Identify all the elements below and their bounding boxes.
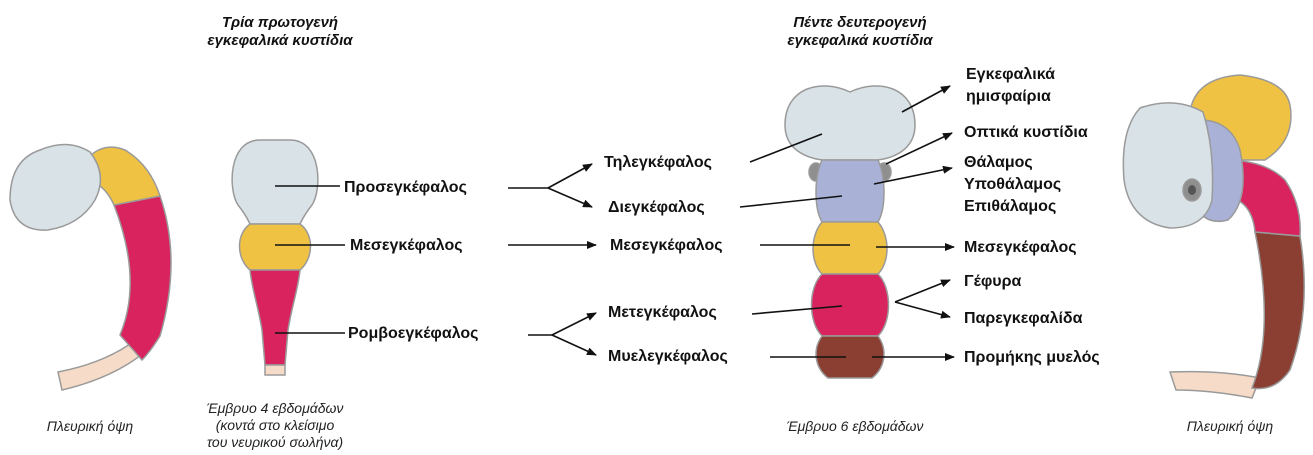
label-midbrain: Μεσεγκέφαλος xyxy=(964,238,1077,257)
caption-embryo-4-weeks: Έμβρυο 4 εβδομάδων (κοντά στο κλείσιμο τ… xyxy=(165,400,385,451)
primary-header-line-1: Τρία πρωτογενή xyxy=(170,14,390,32)
secondary-vesicles-header: Πέντε δευτερογενή εγκεφαλικά κυστίδια xyxy=(745,14,975,50)
arrow-to-hemispheres xyxy=(902,86,950,112)
caption-embryo-6-weeks: Έμβρυο 6 εβδομάδων xyxy=(755,418,955,435)
caption-right-side-view: Πλευρική όψη xyxy=(1160,418,1300,435)
forebrain-left xyxy=(10,144,100,230)
embryo-4-weeks-tube xyxy=(232,140,318,375)
secondary-header-line-2: εγκεφαλικά κυστίδια xyxy=(745,32,975,50)
label-optic-vesicles: Οπτικά κυστίδια xyxy=(964,123,1088,142)
optic-vesicle-lateral-inner xyxy=(1188,185,1196,195)
metencephalon-vesicle xyxy=(812,274,889,336)
epithalamus-label: Επιθάλαμος xyxy=(964,196,1061,218)
lateral-view-4-weeks xyxy=(10,144,171,390)
hemispheres-line-2: ημισφαίρια xyxy=(966,86,1055,108)
label-mesencephalon-primary: Μεσεγκέφαλος xyxy=(350,236,463,255)
secondary-header-line-1: Πέντε δευτερογενή xyxy=(745,14,975,32)
diencephalon-vesicle xyxy=(816,160,884,222)
embryo-4-line-3: του νευρικού σωλήνα) xyxy=(165,434,385,451)
caption-left-side-view: Πλευρική όψη xyxy=(20,418,160,435)
embryo-6-weeks-tube xyxy=(785,86,915,378)
arrow-to-cerebellum xyxy=(895,302,950,317)
primary-vesicles-header: Τρία πρωτογενή εγκεφαλικά κυστίδια xyxy=(170,14,390,50)
arrow-to-metencephalon xyxy=(552,313,596,335)
label-prosencephalon: Προσεγκέφαλος xyxy=(344,178,467,197)
rhombencephalon-vesicle xyxy=(250,270,300,365)
hypothalamus-label: Υποθάλαμος xyxy=(964,174,1061,196)
spinal-cord-right xyxy=(1170,372,1260,398)
embryo-4-line-1: Έμβρυο 4 εβδομάδων xyxy=(165,400,385,417)
arrow-to-telencephalon xyxy=(548,164,592,188)
lateral-view-6-weeks xyxy=(1123,75,1304,398)
embryo-4-line-2: (κοντά στο κλείσιμο xyxy=(165,417,385,434)
label-diencephalon: Διεγκέφαλος xyxy=(608,198,705,217)
thalamus-label: Θάλαμος xyxy=(964,152,1061,174)
label-medulla: Προμήκης μυελός xyxy=(964,348,1100,367)
telencephalon-right xyxy=(1123,103,1212,228)
arrow-to-diencephalon xyxy=(548,188,592,207)
label-rhombencephalon: Ρομβοεγκέφαλος xyxy=(348,324,478,343)
label-metencephalon: Μετεγκέφαλος xyxy=(608,303,717,322)
mesencephalon-vesicle xyxy=(240,224,311,270)
arrow-to-pons xyxy=(895,280,950,302)
telencephalon-vesicle xyxy=(785,86,915,160)
label-myelencephalon: Μυελεγκέφαλος xyxy=(608,347,728,366)
label-telencephalon: Τηλεγκέφαλος xyxy=(604,153,712,172)
hemispheres-line-1: Εγκεφαλικά xyxy=(966,64,1055,86)
label-hemispheres: Εγκεφαλικά ημισφαίρια xyxy=(966,64,1055,108)
arrow-to-myelencephalon xyxy=(552,335,596,355)
label-pons: Γέφυρα xyxy=(964,272,1021,291)
label-thalamus-group: Θάλαμος Υποθάλαμος Επιθάλαμος xyxy=(964,152,1061,218)
prosencephalon-vesicle xyxy=(232,140,318,224)
spinal-cord-tube xyxy=(265,365,285,375)
mesencephalon-6w-vesicle xyxy=(813,222,887,274)
primary-header-line-2: εγκεφαλικά κυστίδια xyxy=(170,32,390,50)
label-mesencephalon-secondary: Μεσεγκέφαλος xyxy=(610,236,723,255)
myelencephalon-right xyxy=(1252,232,1304,389)
hindbrain-left xyxy=(114,196,171,360)
label-cerebellum: Παρεγκεφαλίδα xyxy=(964,309,1082,328)
